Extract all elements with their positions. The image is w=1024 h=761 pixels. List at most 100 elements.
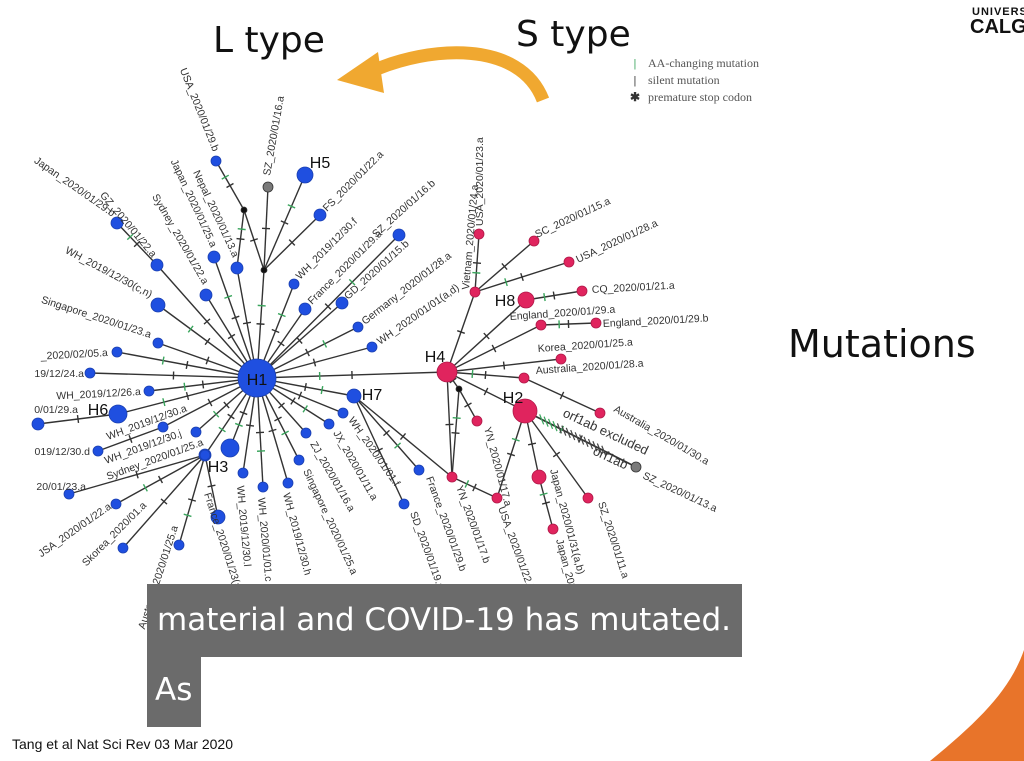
sample-node	[190, 426, 202, 438]
sample-node	[473, 228, 485, 240]
sample-node	[300, 427, 312, 439]
sample-label: Singapore_2020/01/23.a	[40, 294, 153, 341]
sample-node	[518, 372, 530, 384]
sample-node	[207, 250, 221, 264]
silent-mutation-tick	[559, 391, 565, 400]
s-type-title: S type	[516, 14, 631, 55]
legend-label: silent mutation	[648, 73, 720, 87]
aa-mutation-tick	[302, 405, 308, 413]
aa-mutation-tick	[472, 271, 481, 274]
haplotype-label-h7: H7	[362, 387, 383, 404]
sample-label: SC_2020/01/15.a	[533, 195, 612, 240]
haplotype-label-h2: H2	[503, 390, 524, 407]
silent-mutation-tick	[185, 391, 190, 401]
citation: Tang et al Nat Sci Rev 03 Mar 2020	[12, 736, 234, 752]
sample-node	[563, 256, 575, 268]
sample-node	[117, 542, 129, 554]
orf1ab-mutation-tick	[583, 436, 589, 448]
silent-mutation-tick	[324, 303, 332, 310]
junction-node	[455, 385, 463, 393]
silent-mutation-tick	[280, 220, 289, 225]
aa-mutation-tick	[142, 483, 148, 492]
aa-mutation-tick	[162, 398, 166, 407]
sample-label: WH_2019/12/26.a	[56, 386, 141, 402]
silent-mutation-tick	[464, 402, 472, 408]
silent-mutation-tick	[231, 315, 240, 320]
silent-mutation-tick	[305, 348, 310, 357]
haplotype-node-h5	[296, 166, 314, 184]
sample-label: WH_2019/12/30.f	[294, 216, 360, 282]
sample-node	[288, 278, 300, 290]
sample-node	[31, 417, 45, 431]
sample-label: Japan_2020/01/29.b	[32, 155, 117, 220]
mutation-tick-icon: |	[633, 73, 637, 87]
aa-mutation-tick	[218, 426, 226, 433]
sample-label: SZ_2020/01/11.a	[595, 500, 631, 580]
silent-mutation-tick	[501, 263, 508, 270]
silent-mutation-tick	[207, 398, 213, 407]
silent-mutation-tick	[203, 318, 211, 325]
silent-mutation-tick	[491, 344, 497, 353]
sample-node	[262, 181, 274, 193]
haplotype-node-h2	[512, 398, 538, 424]
silent-mutation-tick	[472, 262, 482, 264]
haplotype-label-h4: H4	[425, 349, 446, 366]
sample-node	[143, 385, 155, 397]
sample-node	[337, 407, 349, 419]
sample-node	[173, 539, 185, 551]
sample-node	[152, 337, 164, 349]
silent-mutation-tick	[256, 323, 265, 325]
junction-node	[260, 266, 268, 274]
silent-mutation-tick	[552, 291, 556, 300]
aa-mutation-tick	[161, 356, 165, 365]
aa-mutation-tick	[504, 278, 508, 287]
sample-label: Skorea_2020/01.a	[80, 500, 149, 569]
aa-mutation-tick	[234, 422, 243, 427]
silent-mutation-tick	[274, 416, 282, 422]
silent-mutation-tick	[527, 442, 537, 446]
aa-mutation-tick	[394, 442, 402, 449]
sample-label: CQ_2020/01/21.a	[592, 280, 676, 296]
silent-mutation-tick	[249, 238, 259, 242]
sample-node	[335, 296, 349, 310]
sample-label: FS_2020/01/22.a	[321, 149, 387, 215]
silent-mutation-tick	[271, 328, 280, 334]
sample-label: USA_2020/01/28.a	[574, 217, 660, 265]
sample-label: SZ_2020/01/13.a	[641, 470, 719, 515]
legend-item: | silent mutation	[628, 72, 759, 89]
orf1ab-mutation-tick	[592, 441, 598, 452]
sample-node	[210, 509, 226, 525]
junction-node	[240, 206, 248, 214]
sample-node	[237, 467, 249, 479]
haplotype-label-h8: H8	[495, 293, 516, 310]
aa-mutation-tick	[348, 278, 356, 286]
aa-mutation-tick	[221, 174, 230, 180]
sample-label: WH_2019/12/30.l	[234, 485, 253, 567]
sample-node	[630, 461, 642, 473]
silent-mutation-tick	[205, 356, 210, 365]
sample-node	[471, 415, 483, 427]
aa-mutation-tick	[224, 294, 233, 299]
aa-mutation-tick	[183, 382, 186, 391]
legend-item: ✱premature stop codon	[628, 89, 759, 106]
orf1ab-mutation-tick	[596, 443, 602, 454]
orf1ab-mutation-tick	[552, 420, 558, 432]
silent-mutation-tick	[484, 370, 487, 380]
silent-mutation-tick	[278, 402, 285, 409]
sample-label: England_2020/01/29.b	[603, 312, 709, 330]
silent-mutation-tick	[506, 452, 516, 457]
university-logo: UNIVERS CALG	[968, 0, 1024, 40]
sample-node	[157, 421, 169, 433]
silent-mutation-tick	[268, 428, 277, 433]
silent-mutation-tick	[483, 332, 490, 340]
haplotype-node-h8	[517, 291, 535, 309]
silent-mutation-tick	[552, 451, 561, 458]
stop-codon-icon: ✱	[629, 90, 641, 104]
orf1ab-mutation-tick	[587, 438, 594, 450]
silent-mutation-tick	[288, 239, 296, 246]
haplotype-node-h1	[237, 358, 277, 398]
sample-label: GZ_2020/01/22.a	[97, 190, 159, 260]
sample-node	[590, 317, 602, 329]
orf1ab-mutation-tick	[570, 429, 576, 441]
sample-label: USA_2020/01/23.a	[474, 137, 486, 226]
